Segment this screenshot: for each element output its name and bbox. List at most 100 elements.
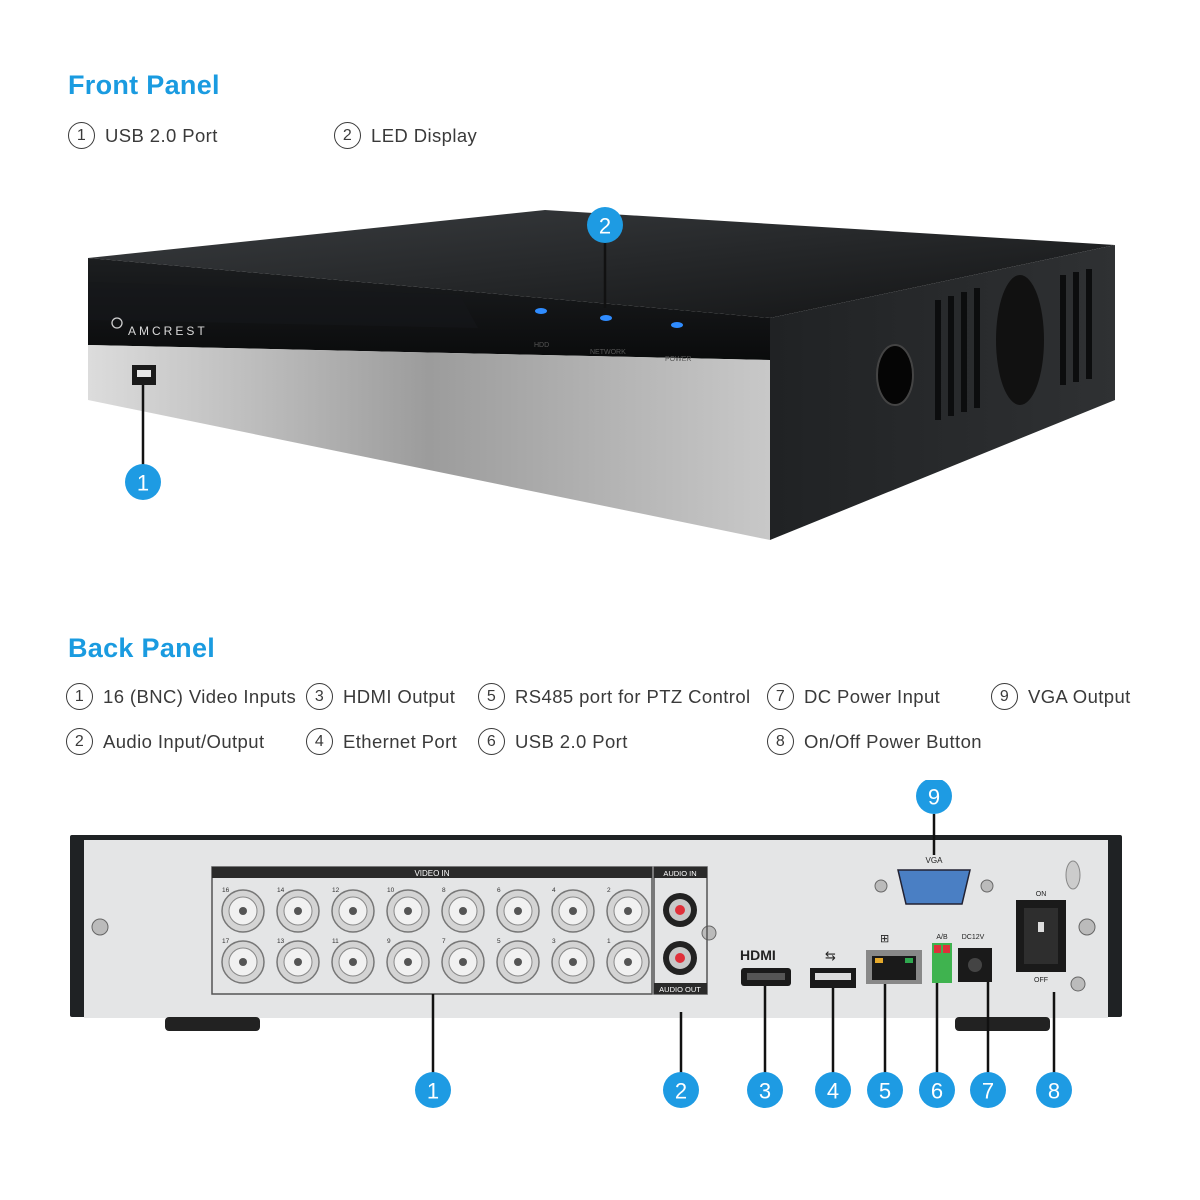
back-legend-item-2: 2 Audio Input/Output xyxy=(66,728,264,755)
back-legend-item-8: 8 On/Off Power Button xyxy=(767,728,982,755)
back-legend-item-7: 7 DC Power Input xyxy=(767,683,940,710)
back-callout-9: 9 xyxy=(916,780,952,814)
svg-text:1: 1 xyxy=(137,471,149,496)
legend-number: 8 xyxy=(767,728,794,755)
back-callout-8: 8 xyxy=(1036,1072,1072,1108)
hdmi-logo-text: HDMI xyxy=(740,947,776,963)
back-legend-item-5: 5 RS485 port for PTZ Control xyxy=(478,683,751,710)
front-device-illustration: AMCREST HDD NETWORK POWER 2 1 xyxy=(88,207,1115,540)
network-led-icon xyxy=(600,315,612,321)
back-legend-item-4: 4 Ethernet Port xyxy=(306,728,457,755)
legend-number: 2 xyxy=(66,728,93,755)
audio-in-label: AUDIO IN xyxy=(663,869,696,878)
back-callout-3: 3 xyxy=(747,1072,783,1108)
bnc-number-label: 3 xyxy=(552,938,556,945)
bnc-number-label: 9 xyxy=(387,938,391,945)
bnc-number-label: 10 xyxy=(387,887,395,894)
bnc-row-top: 16 14 12 10 8 6 4 2 xyxy=(221,887,650,933)
brand-logo-icon xyxy=(111,317,123,329)
audio-out-label: AUDIO OUT xyxy=(659,985,701,994)
legend-label: USB 2.0 Port xyxy=(105,124,218,146)
hdd-led-icon xyxy=(535,308,547,314)
bnc-number-label: 11 xyxy=(332,938,339,945)
bnc-connector: 12 xyxy=(331,887,375,933)
bnc-connector: 14 xyxy=(276,887,320,933)
bnc-number-label: 6 xyxy=(497,887,501,894)
legend-label: 16 (BNC) Video Inputs xyxy=(103,685,297,707)
front-legend-item-2: 2 LED Display xyxy=(334,122,477,149)
legend-number: 2 xyxy=(334,122,361,149)
legend-label: DC Power Input xyxy=(804,685,941,707)
svg-text:2: 2 xyxy=(675,1079,687,1104)
legend-number: 4 xyxy=(306,728,333,755)
svg-text:9: 9 xyxy=(928,785,940,810)
led-label-hdd: HDD xyxy=(534,342,549,349)
legend-number: 5 xyxy=(478,683,505,710)
legend-label: Audio Input/Output xyxy=(103,730,265,752)
bnc-number-label: 5 xyxy=(497,938,501,945)
network-icon: ⊞ xyxy=(880,932,889,945)
bnc-number-label: 2 xyxy=(607,887,611,894)
audio-in-jack xyxy=(663,893,697,927)
vga-port xyxy=(897,869,971,905)
legend-number: 3 xyxy=(306,683,333,710)
back-legend-item-3: 3 HDMI Output xyxy=(306,683,455,710)
bnc-connector: 5 xyxy=(496,938,540,984)
back-legend-item-9: 9 VGA Output xyxy=(991,683,1131,710)
legend-number: 6 xyxy=(478,728,505,755)
bnc-connector: 3 xyxy=(551,938,595,984)
bnc-number-label: 7 xyxy=(442,938,446,945)
bnc-connector: 6 xyxy=(496,887,540,933)
svg-text:6: 6 xyxy=(931,1079,943,1104)
bnc-connector: 1 xyxy=(606,938,650,984)
front-panel-title: Front Panel xyxy=(68,70,220,100)
bnc-connector: 11 xyxy=(331,938,375,984)
back-callout-6: 6 xyxy=(919,1072,955,1108)
bnc-connector: 10 xyxy=(386,887,430,933)
bnc-number-label: 1 xyxy=(607,938,611,945)
legend-label: LED Display xyxy=(371,124,478,146)
bnc-number-label: 14 xyxy=(277,887,285,894)
back-panel-title: Back Panel xyxy=(68,633,216,663)
switch-off-label: OFF xyxy=(1034,977,1048,984)
bnc-number-label: 13 xyxy=(277,938,285,945)
back-callout-4: 4 xyxy=(815,1072,851,1108)
legend-label: VGA Output xyxy=(1028,685,1131,707)
bnc-connector: 13 xyxy=(276,938,320,984)
video-in-label: VIDEO IN xyxy=(414,869,449,878)
svg-text:4: 4 xyxy=(827,1079,839,1104)
bnc-number-label: 17 xyxy=(222,938,230,945)
back-legend-item-1: 1 16 (BNC) Video Inputs xyxy=(66,683,296,710)
legend-number: 1 xyxy=(66,683,93,710)
bnc-connector: 2 xyxy=(606,887,650,933)
svg-text:3: 3 xyxy=(759,1079,771,1104)
power-led-icon xyxy=(671,322,683,328)
vga-label: VGA xyxy=(926,856,944,865)
bnc-number-label: 4 xyxy=(552,887,556,894)
legend-number: 9 xyxy=(991,683,1018,710)
legend-label: HDMI Output xyxy=(343,685,456,707)
switch-on-label: ON xyxy=(1036,891,1047,898)
legend-number: 7 xyxy=(767,683,794,710)
svg-text:8: 8 xyxy=(1048,1079,1060,1104)
bnc-connector: 8 xyxy=(441,887,485,933)
svg-text:7: 7 xyxy=(982,1079,994,1104)
bnc-connector: 16 xyxy=(221,887,265,933)
back-callout-2: 2 xyxy=(663,1072,699,1108)
svg-text:1: 1 xyxy=(427,1079,439,1104)
brand-logo-text: AMCREST xyxy=(128,324,208,338)
legend-label: RS485 port for PTZ Control xyxy=(515,685,751,707)
svg-text:2: 2 xyxy=(599,214,611,239)
back-callout-5: 5 xyxy=(867,1072,903,1108)
back-legend-item-6: 6 USB 2.0 Port xyxy=(478,728,628,755)
front-legend-item-1: 1 USB 2.0 Port xyxy=(68,122,218,149)
front-callout-1: 1 xyxy=(125,464,161,500)
back-callout-1: 1 xyxy=(415,1072,451,1108)
ab-label: A/B xyxy=(936,934,948,941)
led-label-power: POWER xyxy=(665,356,691,363)
bnc-connector: 7 xyxy=(441,938,485,984)
bnc-number-label: 8 xyxy=(442,887,446,894)
bnc-number-label: 12 xyxy=(332,887,340,894)
legend-label: USB 2.0 Port xyxy=(515,730,628,752)
